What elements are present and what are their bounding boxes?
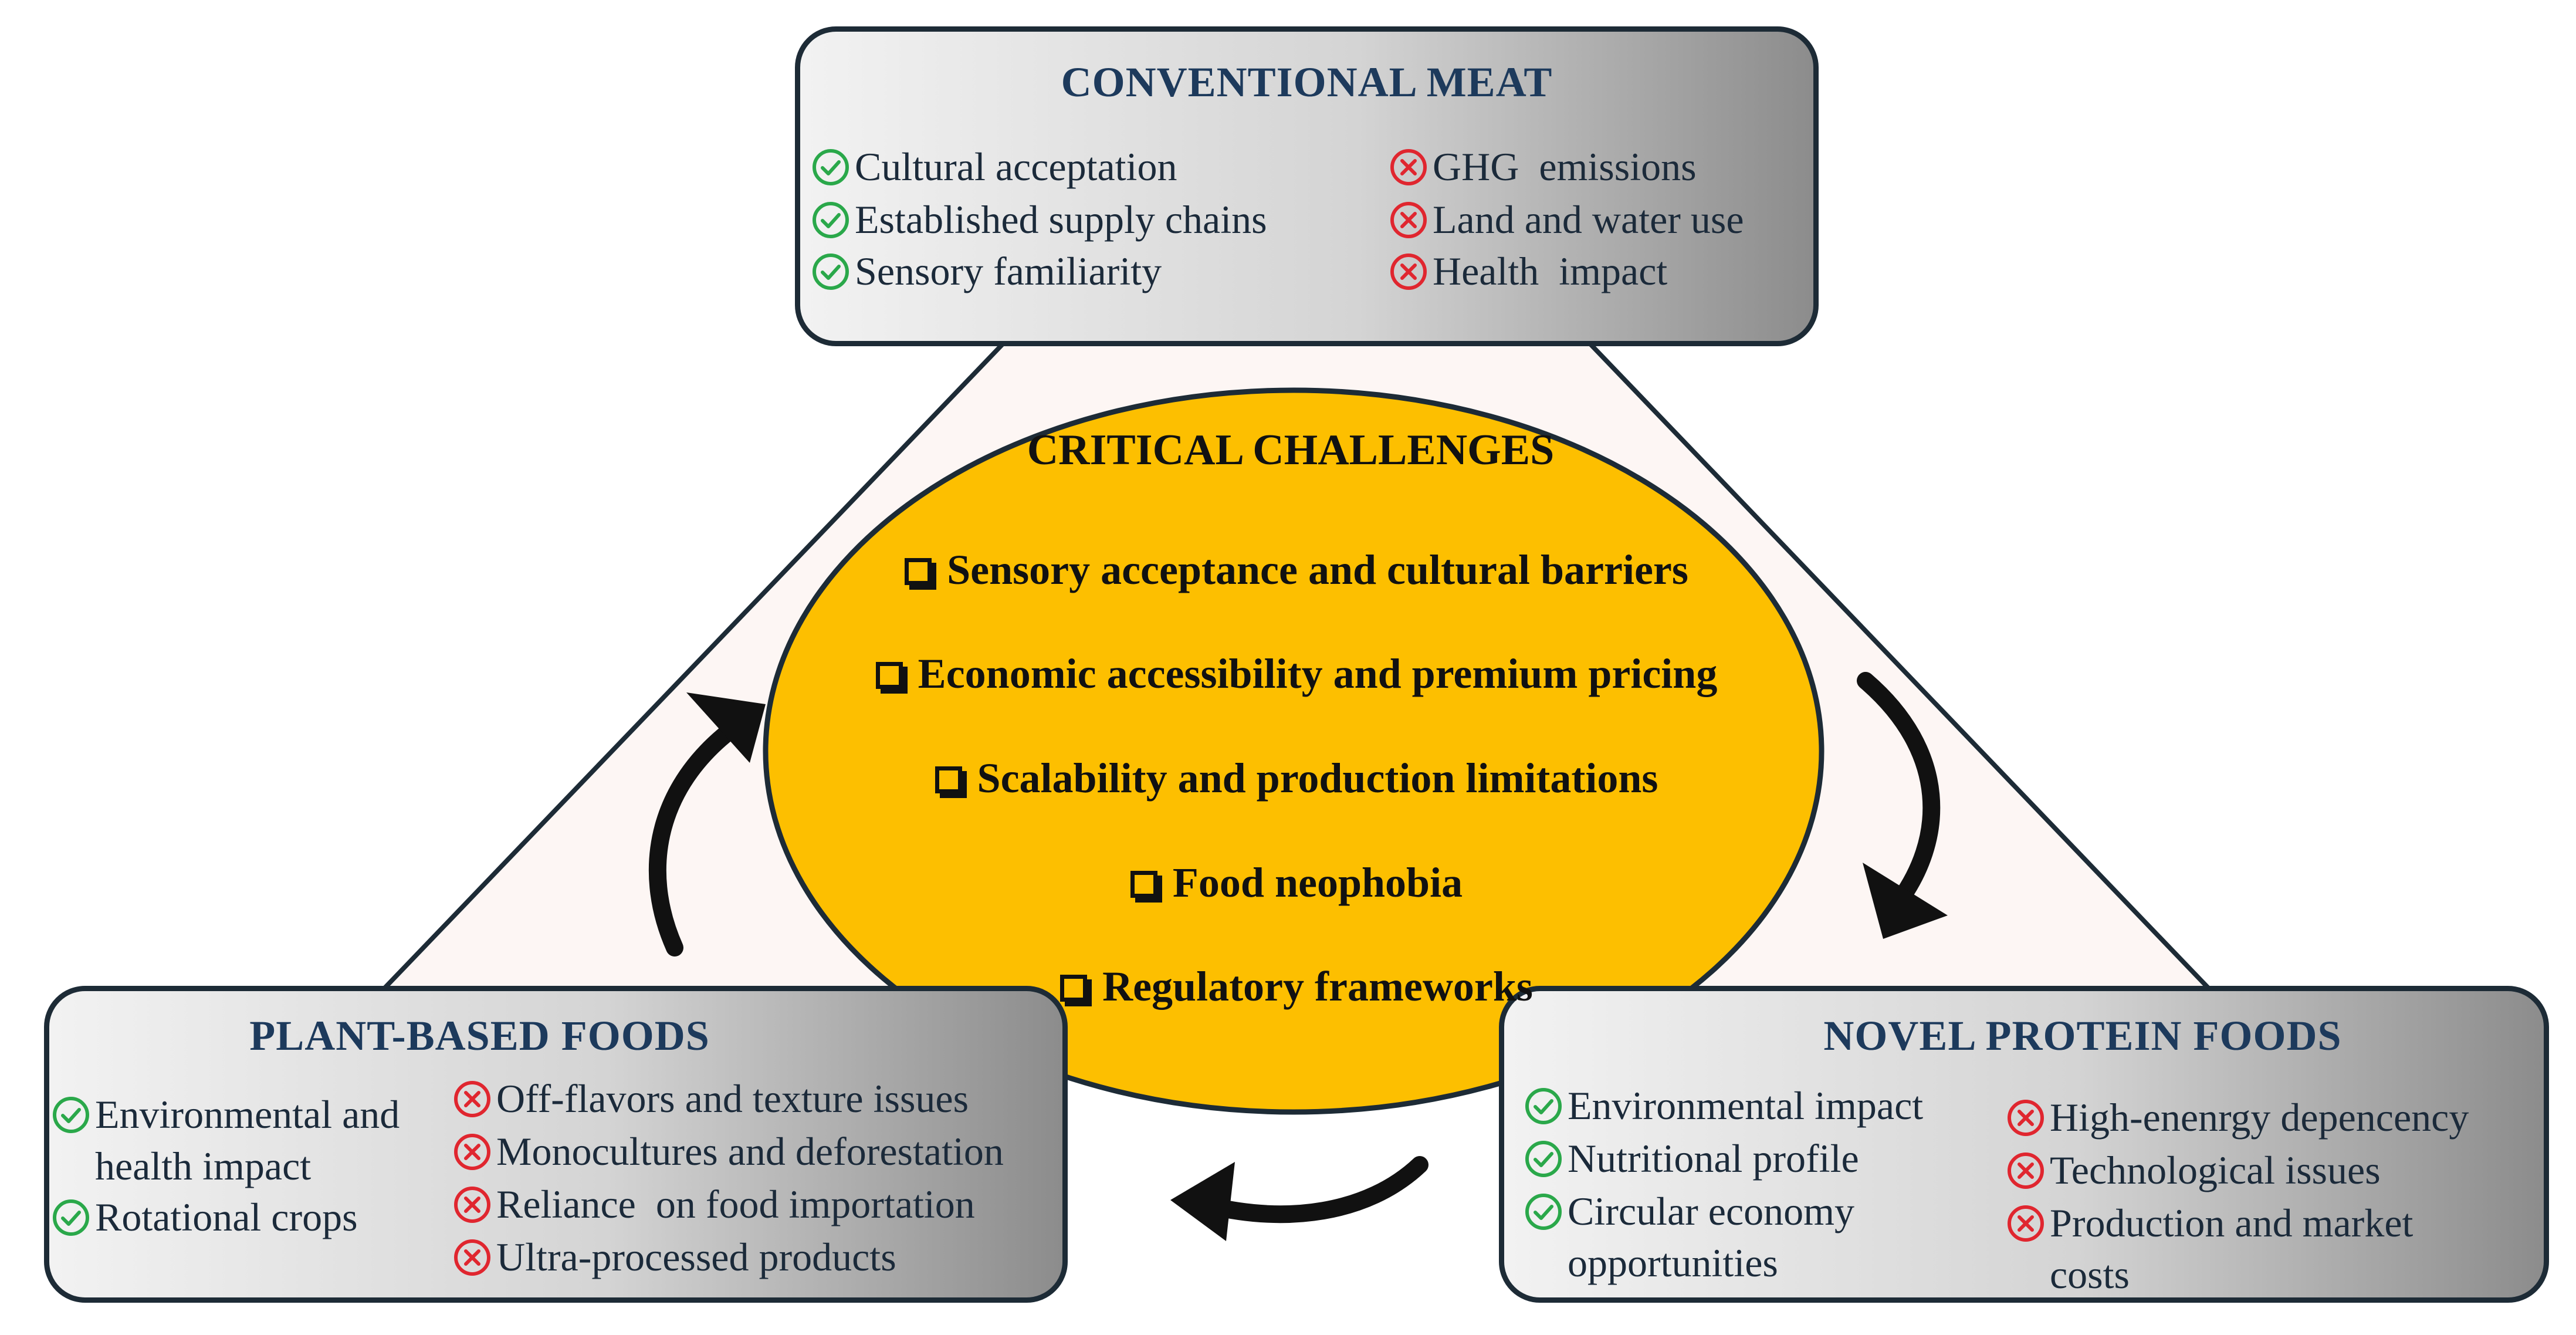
check-icon bbox=[1524, 1192, 1563, 1231]
cross-icon bbox=[453, 1238, 492, 1277]
check-icon bbox=[811, 252, 850, 291]
item-label: Nutritional profile bbox=[1568, 1136, 1859, 1181]
item-label: Established supply chains bbox=[855, 197, 1267, 242]
cross-icon bbox=[1389, 252, 1428, 291]
challenge-item: Economic accessibility and premium prici… bbox=[763, 650, 1830, 698]
check-icon bbox=[52, 1198, 90, 1237]
cross-icon bbox=[2006, 1204, 2045, 1243]
checkbox-icon bbox=[1060, 975, 1088, 1002]
item-label: Reliance on food importation bbox=[496, 1182, 975, 1226]
cross-icon bbox=[1389, 201, 1428, 239]
cross-icon bbox=[453, 1080, 492, 1118]
novel-con-1: High-enenrgy depencency bbox=[2006, 1091, 2469, 1143]
challenge-item: Sensory acceptance and cultural barriers bbox=[763, 546, 1830, 594]
checkbox-icon bbox=[875, 662, 903, 689]
item-label: Land and water use bbox=[1433, 197, 1744, 242]
cross-icon bbox=[453, 1133, 492, 1171]
item-label: Production and market costs bbox=[2050, 1201, 2413, 1297]
cross-icon bbox=[2006, 1099, 2045, 1137]
challenge-item: Food neophobia bbox=[763, 859, 1830, 907]
cycle-arrow-right-head bbox=[1863, 863, 1948, 939]
item-label: Environmental and health impact bbox=[95, 1092, 400, 1188]
item-label: Off-flavors and texture issues bbox=[496, 1076, 969, 1121]
item-label: Cultural acceptation bbox=[855, 144, 1177, 189]
novel-pro-2: Nutritional profile bbox=[1524, 1133, 1859, 1184]
challenges-ellipse bbox=[763, 387, 1824, 1115]
item-label: Monocultures and deforestation bbox=[496, 1129, 1004, 1174]
item-label: Rotational crops bbox=[95, 1195, 358, 1239]
novel-pro-1: Environmental impact bbox=[1524, 1080, 1923, 1131]
item-label: High-enenrgy depencency bbox=[2050, 1095, 2469, 1140]
novel-con-3: Production and market costs bbox=[2006, 1197, 2496, 1300]
cycle-arrow-left bbox=[648, 713, 751, 957]
conventional-meat-box: CONVENTIONAL MEAT bbox=[795, 26, 1819, 346]
conventional-pro-3: Sensory familiarity bbox=[811, 245, 1162, 297]
check-icon bbox=[1524, 1140, 1563, 1178]
challenge-label: Sensory acceptance and cultural barriers bbox=[947, 546, 1688, 593]
checkbox-icon bbox=[935, 766, 962, 793]
conventional-pro-2: Established supply chains bbox=[811, 194, 1267, 245]
plant-based-con-2: Monocultures and deforestation bbox=[453, 1126, 1004, 1177]
item-label: Health impact bbox=[1433, 249, 1668, 293]
challenges-title: CRITICAL CHALLENGES bbox=[1027, 426, 1555, 474]
checkbox-icon bbox=[905, 558, 932, 585]
plant-based-box: PLANT-BASED FOODS bbox=[44, 986, 1068, 1303]
cycle-arrow-bottom-head bbox=[1170, 1162, 1235, 1241]
cycle-arrow-left-head bbox=[686, 692, 766, 763]
plant-based-pro-2: Rotational crops bbox=[52, 1191, 358, 1243]
plant-based-con-3: Reliance on food importation bbox=[453, 1178, 975, 1230]
check-icon bbox=[52, 1096, 90, 1134]
cycle-arrow-bottom bbox=[1203, 1156, 1429, 1224]
conventional-meat-title: CONVENTIONAL MEAT bbox=[1061, 59, 1553, 106]
novel-pro-3: Circular economy opportunities bbox=[1524, 1185, 1931, 1289]
conventional-pro-1: Cultural acceptation bbox=[811, 141, 1177, 192]
item-label: Environmental impact bbox=[1568, 1083, 1924, 1128]
novel-protein-box: NOVEL PROTEIN FOODS bbox=[1499, 986, 2549, 1303]
novel-protein-title: NOVEL PROTEIN FOODS bbox=[1823, 1012, 2342, 1059]
check-icon bbox=[1524, 1087, 1563, 1126]
conventional-con-1: GHG emissions bbox=[1389, 141, 1697, 192]
plant-based-pro-1: Environmental and health impact bbox=[52, 1089, 470, 1192]
challenge-label: Food neophobia bbox=[1172, 859, 1463, 906]
item-label: Circular economy opportunities bbox=[1568, 1189, 1855, 1285]
cycle-arrow-right bbox=[1857, 672, 1941, 915]
plant-based-con-1: Off-flavors and texture issues bbox=[453, 1073, 969, 1124]
challenge-label: Regulatory frameworks bbox=[1102, 963, 1533, 1010]
conventional-con-3: Health impact bbox=[1389, 245, 1667, 297]
item-label: Sensory familiarity bbox=[855, 249, 1162, 293]
novel-con-2: Technological issues bbox=[2006, 1144, 2381, 1196]
challenge-item: Regulatory frameworks bbox=[763, 962, 1830, 1011]
checkbox-icon bbox=[1130, 871, 1157, 898]
challenge-item: Scalability and production limitations bbox=[763, 754, 1830, 803]
item-label: Technological issues bbox=[2050, 1148, 2381, 1192]
cross-icon bbox=[2006, 1151, 2045, 1190]
cross-icon bbox=[1389, 148, 1428, 187]
cross-icon bbox=[453, 1185, 492, 1224]
check-icon bbox=[811, 148, 850, 187]
plant-based-title: PLANT-BASED FOODS bbox=[249, 1012, 710, 1059]
challenge-label: Economic accessibility and premium prici… bbox=[918, 650, 1718, 697]
item-label: Ultra-processed products bbox=[496, 1235, 896, 1279]
item-label: GHG emissions bbox=[1433, 144, 1697, 189]
plant-based-con-4: Ultra-processed products bbox=[453, 1231, 896, 1283]
conventional-con-2: Land and water use bbox=[1389, 194, 1744, 245]
challenge-label: Scalability and production limitations bbox=[977, 755, 1658, 802]
check-icon bbox=[811, 201, 850, 239]
